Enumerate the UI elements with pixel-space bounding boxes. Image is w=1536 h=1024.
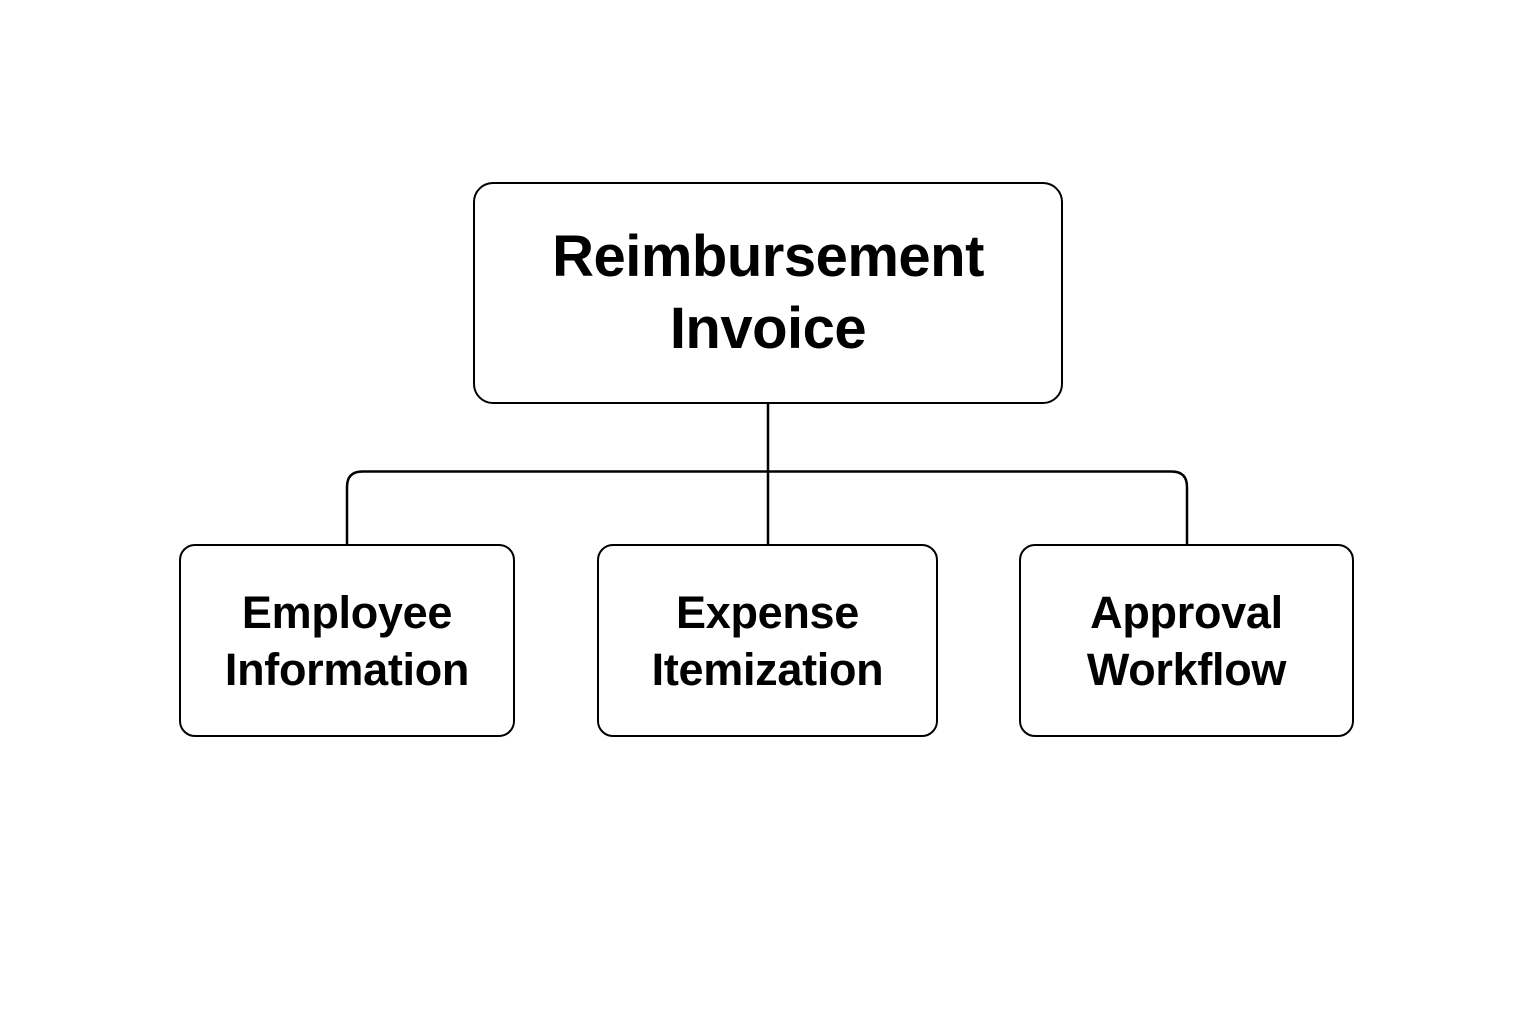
node-reimbursement-invoice-label: Reimbursement Invoice [552, 224, 984, 361]
node-approval-workflow: Approval Workflow [1019, 544, 1354, 737]
node-approval-workflow-label: Approval Workflow [1086, 586, 1287, 695]
node-reimbursement-invoice: Reimbursement Invoice [473, 182, 1063, 404]
connector-branch-rail [345, 470, 1189, 544]
node-employee-information: Employee Information [179, 544, 515, 737]
node-employee-information-label: Employee Information [224, 586, 470, 695]
node-expense-itemization-label: Expense Itemization [651, 586, 884, 695]
node-expense-itemization: Expense Itemization [597, 544, 938, 737]
